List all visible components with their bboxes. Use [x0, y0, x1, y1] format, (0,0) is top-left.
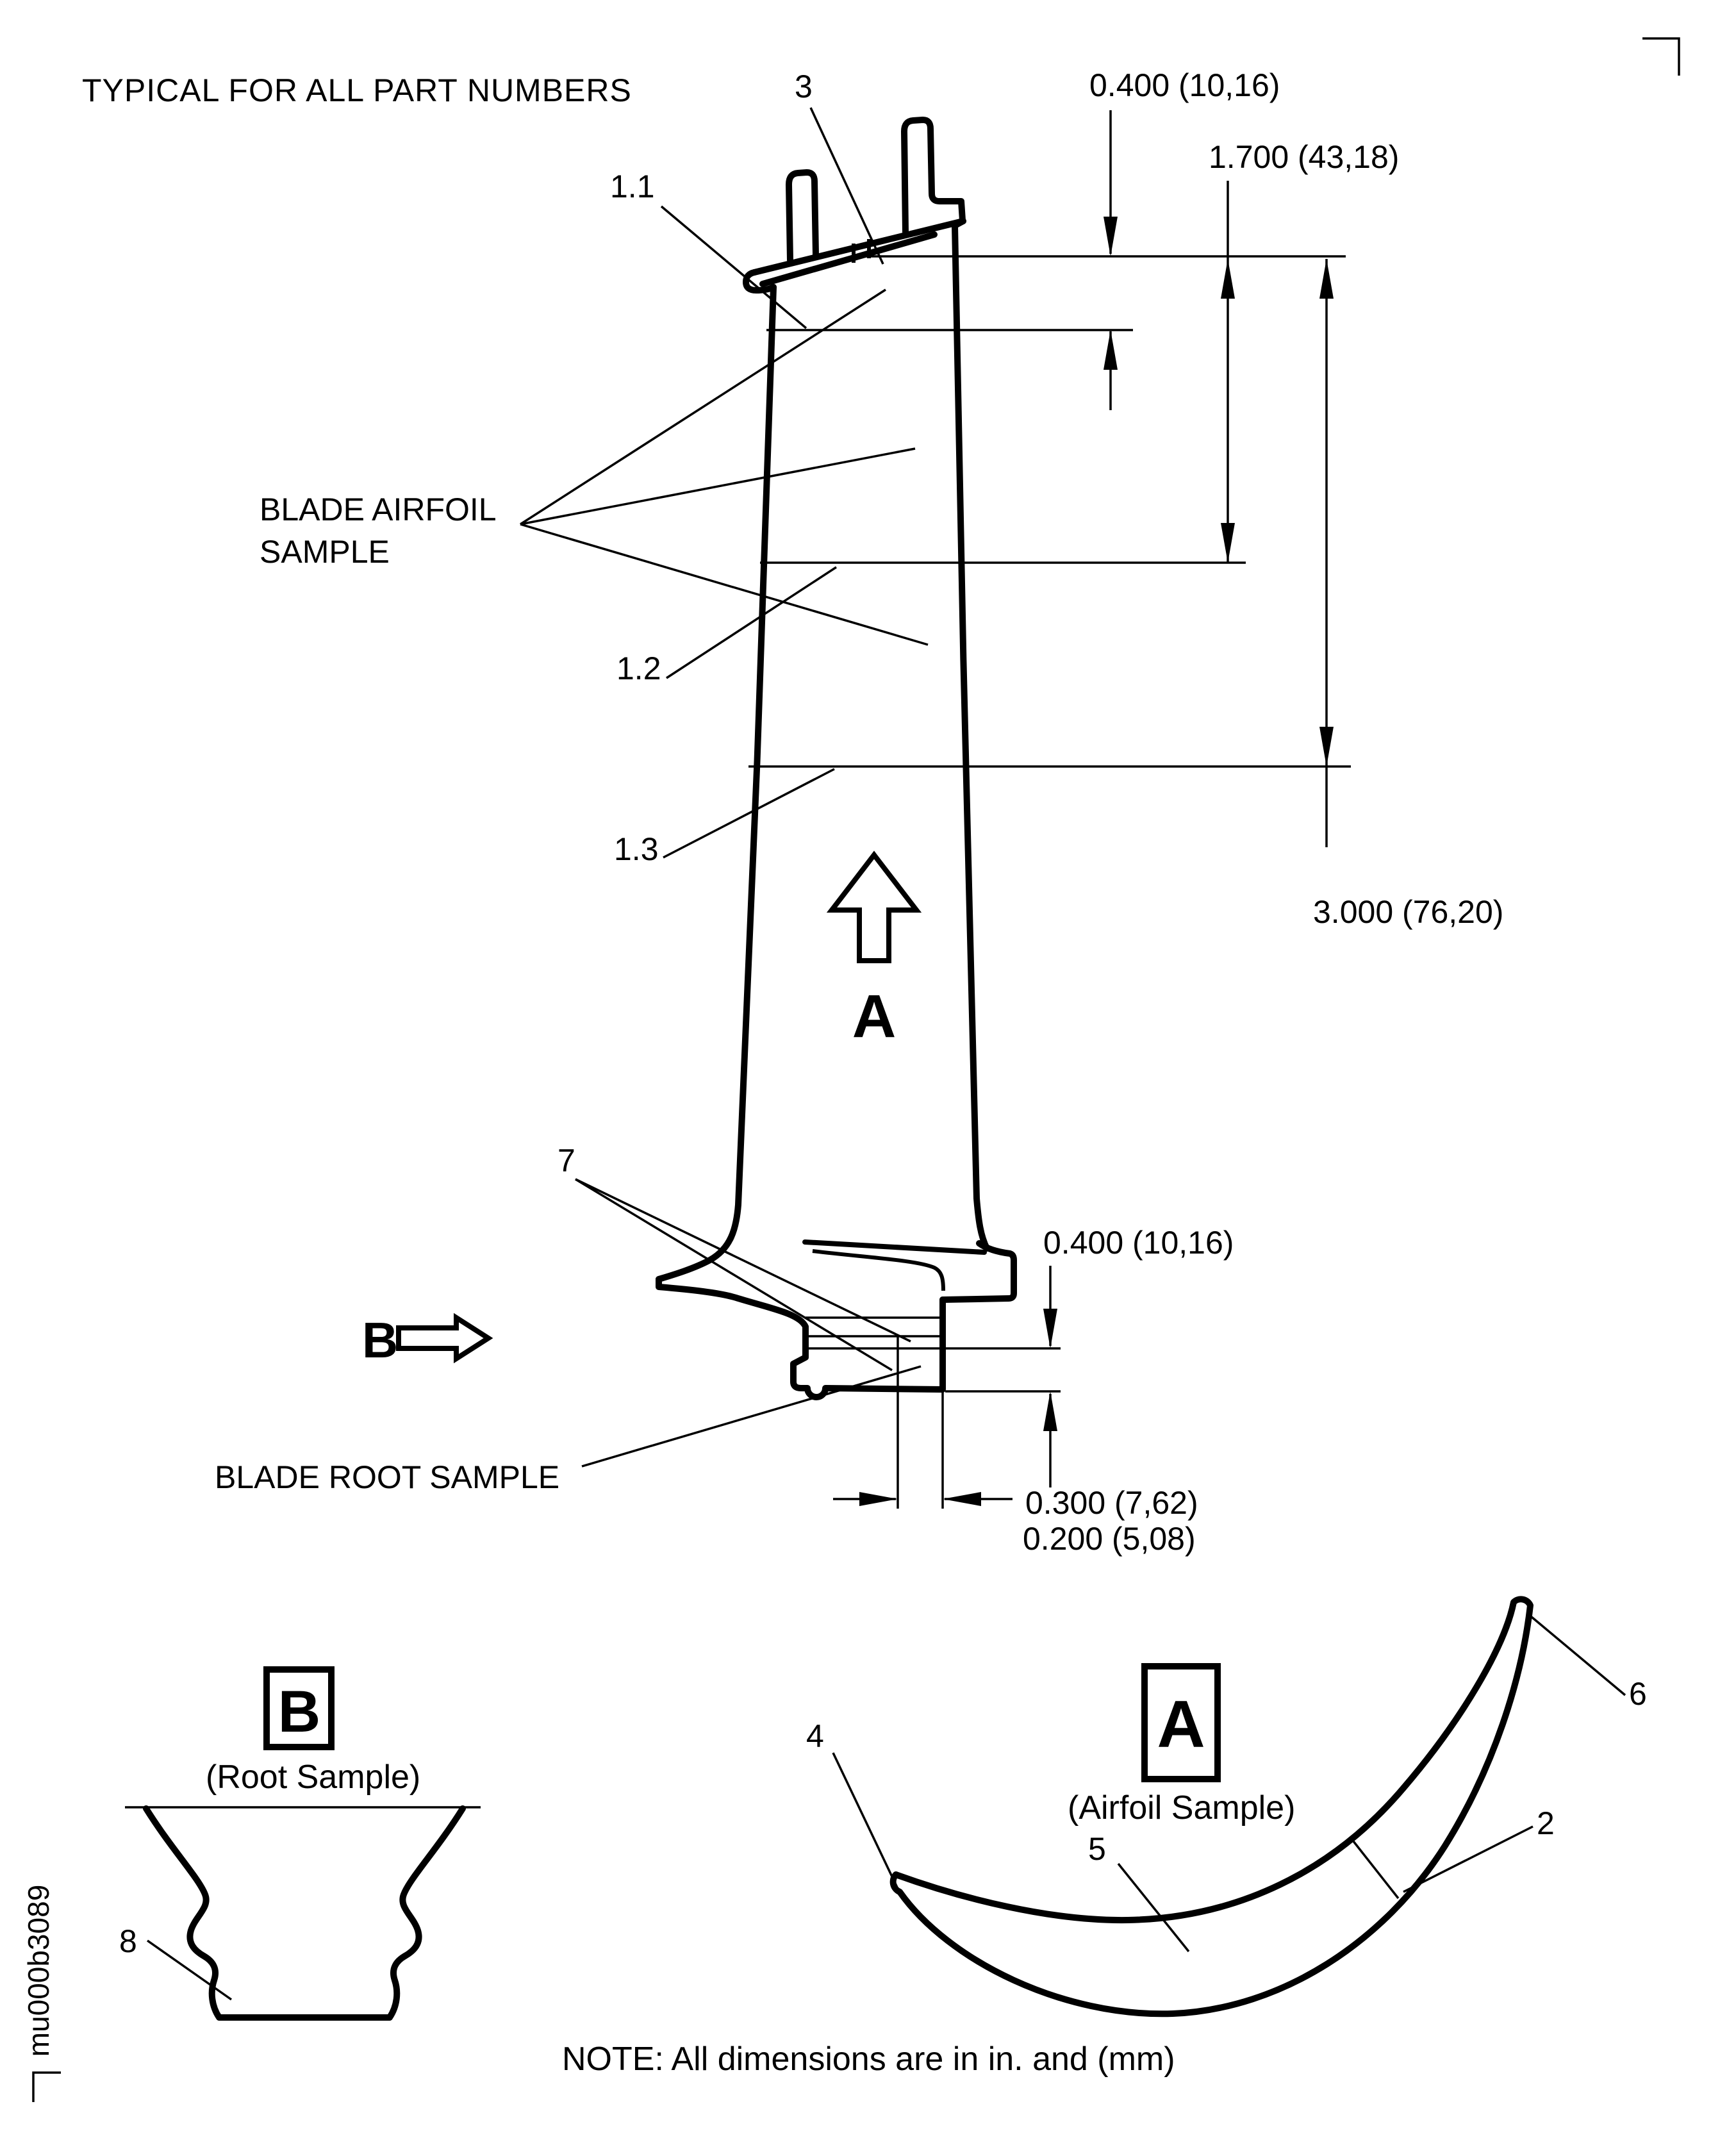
dim-arrow-down — [1104, 217, 1118, 256]
dim-tip-offset-text: 0.400 (10,16) — [1089, 67, 1280, 103]
blade-root-sample-label: BLADE ROOT SAMPLE — [215, 1459, 559, 1495]
direction-arrow-a: A — [826, 850, 922, 1050]
shroud-left-lip — [743, 269, 777, 294]
dimension-full-span: 3.000 (76,20) — [1313, 259, 1503, 930]
callout-1-3: 1.3 — [614, 831, 659, 867]
blade-airfoil-sample-label-line1: BLADE AIRFOIL — [260, 492, 497, 527]
blade-root-sample-leader — [581, 1365, 922, 1468]
airfoil-sample-cut-line — [1350, 1837, 1400, 1900]
leader-airfoil-sample-2 — [520, 447, 916, 526]
up-arrow-outline-icon — [826, 850, 922, 963]
view-a-box — [1141, 1663, 1221, 1782]
callout-7-leader-2 — [575, 1178, 893, 1371]
dim-root-depth-text: 0.400 (10,16) — [1043, 1225, 1234, 1261]
view-a-airfoil-sample: A (Airfoil Sample) 4 5 6 2 — [806, 1596, 1647, 2017]
dimension-tip-offset: 0.400 (10,16) — [1089, 67, 1280, 410]
view-b-root-sample: B (Root Sample) 8 — [119, 1666, 481, 2021]
corner-mark-top-right — [1642, 37, 1680, 76]
dim-full-span-text: 3.000 (76,20) — [1313, 894, 1503, 930]
shroud-right-fin — [901, 117, 966, 235]
callout-1-1: 1.1 — [610, 169, 655, 204]
dim-arrow-right — [859, 1492, 898, 1506]
dimension-sample-width: 0.300 (7,62) 0.200 (5,08) — [833, 1485, 1198, 1557]
note-text: NOTE: All dimensions are in in. and (mm) — [562, 2041, 1175, 2078]
callout-7: 7 — [558, 1143, 575, 1179]
shroud-platform-top-edge — [751, 218, 966, 276]
corner-mark-bottom-left — [32, 2071, 61, 2102]
callout-2: 2 — [1537, 1805, 1555, 1841]
dim-arrow-down — [1319, 727, 1334, 766]
callout-3: 3 — [795, 69, 813, 104]
leader-airfoil-sample-3 — [520, 523, 929, 646]
callout-1-1-leader — [660, 205, 807, 329]
callout-1-2-leader — [666, 566, 837, 679]
callout-6: 6 — [1629, 1676, 1647, 1712]
dim-arrow-up — [1043, 1391, 1057, 1431]
dimension-mid-span: 1.700 (43,18) — [1209, 139, 1399, 563]
blade-airfoil-sample-leaders — [520, 288, 929, 646]
callout-7-leader-1 — [575, 1178, 911, 1343]
airfoil-right-edge — [952, 222, 990, 1252]
dim-width-min-text: 0.200 (5,08) — [1023, 1521, 1196, 1557]
callout-2-leader — [1403, 1825, 1533, 1893]
platform-right-lip — [939, 1240, 1017, 1303]
platform-top-edge — [802, 1239, 987, 1255]
view-b-caption: (Root Sample) — [206, 1759, 420, 1796]
view-b-box — [263, 1666, 335, 1750]
callout-5: 5 — [1088, 1831, 1106, 1867]
blade-tip-shroud — [743, 117, 966, 294]
dim-arrow-up — [1319, 259, 1334, 299]
callout-4-leader — [832, 1752, 898, 1888]
shroud-left-fin — [786, 169, 819, 263]
root-outline-left-bottom-right — [656, 1276, 946, 1400]
view-b-letter: B — [278, 1679, 320, 1744]
direction-arrow-a-label: A — [852, 982, 897, 1050]
airfoil-cross-section-outline — [889, 1596, 1533, 2017]
document-number: mu000b3089 — [22, 1885, 55, 2057]
view-a-letter: A — [1157, 1687, 1205, 1762]
blade-root-main-view — [656, 1239, 1017, 1509]
dim-arrow-up — [1221, 259, 1235, 299]
dim-arrow-down — [1043, 1309, 1057, 1348]
callout-1-2: 1.2 — [616, 650, 661, 686]
callout-1-3-leader — [663, 768, 835, 859]
callout-8-leader — [146, 1939, 233, 2001]
root-profile-outline — [143, 1805, 466, 2021]
shroud-platform-bottom-edge — [759, 231, 938, 287]
leader-airfoil-sample-1 — [520, 288, 886, 526]
page-title: TYPICAL FOR ALL PART NUMBERS — [82, 72, 632, 108]
direction-arrow-b-label: B — [362, 1312, 398, 1368]
view-a-caption: (Airfoil Sample) — [1068, 1789, 1295, 1827]
right-arrow-outline-icon — [396, 1313, 493, 1364]
airfoil-left-edge — [656, 284, 777, 1282]
callout-8: 8 — [119, 1923, 137, 1959]
dim-width-max-text: 0.300 (7,62) — [1025, 1485, 1198, 1521]
dimension-root-depth: 0.400 (10,16) — [945, 1225, 1234, 1487]
platform-inner-pocket-line — [812, 1249, 945, 1291]
dim-arrow-up — [1104, 330, 1118, 370]
dim-arrow-left — [943, 1492, 981, 1506]
dim-arrow-down — [1221, 523, 1235, 563]
blade-airfoil-sample-label-line2: SAMPLE — [260, 534, 390, 570]
direction-arrow-b: B — [362, 1312, 493, 1368]
callout-3-leader — [809, 107, 884, 265]
callout-4: 4 — [806, 1718, 824, 1754]
dim-mid-span-text: 1.700 (43,18) — [1209, 139, 1399, 175]
callout-5-leader — [1117, 1862, 1190, 1953]
callout-6-leader — [1526, 1612, 1626, 1696]
